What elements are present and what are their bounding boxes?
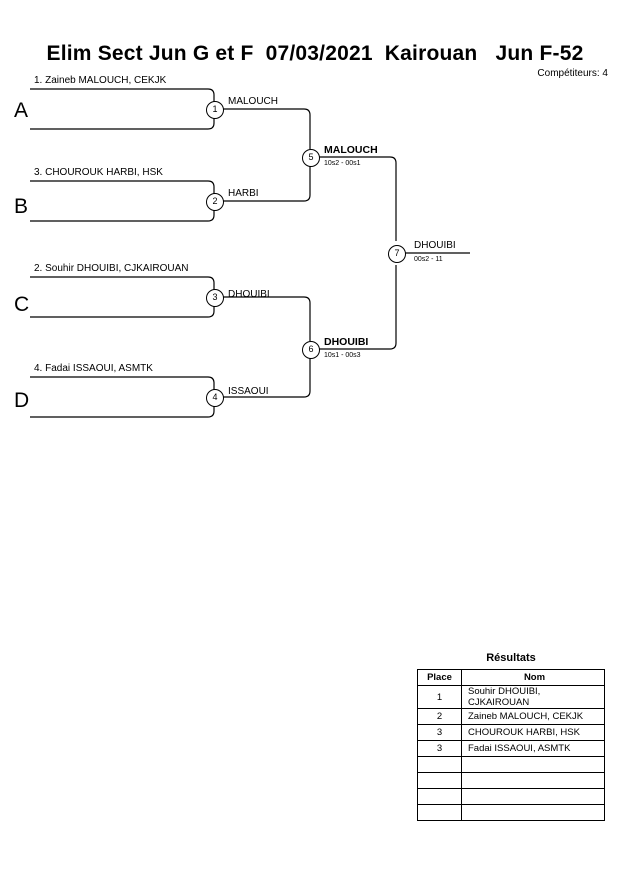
match-winner-4: ISSAOUI bbox=[228, 386, 269, 397]
result-name-empty bbox=[461, 804, 605, 821]
pool-letter-a: A bbox=[14, 99, 29, 122]
table-row: 3 CHOUROUK HARBI, HSK bbox=[417, 724, 605, 741]
result-place: 2 bbox=[417, 708, 462, 725]
table-header-row: Place Nom bbox=[417, 669, 605, 686]
result-name: Souhir DHOUIBI, CJKAIROUAN bbox=[461, 685, 605, 709]
result-place: 3 bbox=[417, 724, 462, 741]
match-number-3[interactable]: 3 bbox=[206, 289, 224, 307]
seed-label-d: 4. Fadai ISSAOUI, ASMTK bbox=[34, 363, 153, 374]
match-number-1[interactable]: 1 bbox=[206, 101, 224, 119]
match-winner-5: MALOUCH bbox=[324, 144, 378, 156]
match-score-7: 00s2 - 11 bbox=[414, 256, 443, 263]
match-number-5[interactable]: 5 bbox=[302, 149, 320, 167]
result-name: CHOUROUK HARBI, HSK bbox=[461, 724, 605, 741]
results-table: Place Nom 1 Souhir DHOUIBI, CJKAIROUAN 2… bbox=[417, 669, 605, 821]
result-place-empty bbox=[417, 788, 462, 805]
table-row-empty bbox=[417, 788, 605, 805]
table-row: 2 Zaineb MALOUCH, CEKJK bbox=[417, 708, 605, 725]
match-number-6[interactable]: 6 bbox=[302, 341, 320, 359]
column-header-name: Nom bbox=[461, 669, 605, 686]
tournament-bracket: A B C D 1. Zaineb MALOUCH, CEKJK 3. CHOU… bbox=[14, 75, 470, 418]
result-place-empty bbox=[417, 804, 462, 821]
pool-letter-b: B bbox=[14, 195, 29, 218]
seed-label-b: 3. CHOUROUK HARBI, HSK bbox=[34, 167, 163, 178]
bracket-lines bbox=[30, 88, 470, 418]
match-winner-6: DHOUIBI bbox=[324, 336, 369, 348]
match-number-2[interactable]: 2 bbox=[206, 193, 224, 211]
results-panel: Résultats Place Nom 1 Souhir DHOUIBI, CJ… bbox=[417, 652, 605, 821]
result-place-empty bbox=[417, 756, 462, 773]
result-name-empty bbox=[461, 756, 605, 773]
result-name: Zaineb MALOUCH, CEKJK bbox=[461, 708, 605, 725]
table-row: 3 Fadai ISSAOUI, ASMTK bbox=[417, 740, 605, 757]
table-row-empty bbox=[417, 804, 605, 821]
result-name-empty bbox=[461, 772, 605, 789]
pool-letter-c: C bbox=[14, 293, 30, 316]
table-row-empty bbox=[417, 772, 605, 789]
column-header-place: Place bbox=[417, 669, 462, 686]
match-winner-7: DHOUIBI bbox=[414, 240, 456, 251]
match-number-7[interactable]: 7 bbox=[388, 245, 406, 263]
competitors-count: Compétiteurs: 4 bbox=[537, 68, 608, 79]
match-winner-3: DHOUIBI bbox=[228, 289, 270, 300]
pool-letter-d: D bbox=[14, 389, 30, 412]
seed-label-c: 2. Souhir DHOUIBI, CJKAIROUAN bbox=[34, 263, 189, 274]
seed-label-a: 1. Zaineb MALOUCH, CEKJK bbox=[34, 75, 167, 86]
results-title: Résultats bbox=[486, 652, 536, 664]
table-row-empty bbox=[417, 756, 605, 773]
match-winner-1: MALOUCH bbox=[228, 96, 279, 107]
result-place: 3 bbox=[417, 740, 462, 757]
result-name: Fadai ISSAOUI, ASMTK bbox=[461, 740, 605, 757]
result-name-empty bbox=[461, 788, 605, 805]
result-place-empty bbox=[417, 772, 462, 789]
table-row: 1 Souhir DHOUIBI, CJKAIROUAN bbox=[417, 685, 605, 709]
match-number-4[interactable]: 4 bbox=[206, 389, 224, 407]
match-score-5: 10s2 - 00s1 bbox=[324, 160, 361, 167]
match-winner-2: HARBI bbox=[228, 188, 259, 199]
match-score-6: 10s1 - 00s3 bbox=[324, 352, 361, 359]
result-place: 1 bbox=[417, 685, 462, 709]
page-title: Elim Sect Jun G et F 07/03/2021 Kairouan… bbox=[46, 42, 584, 65]
